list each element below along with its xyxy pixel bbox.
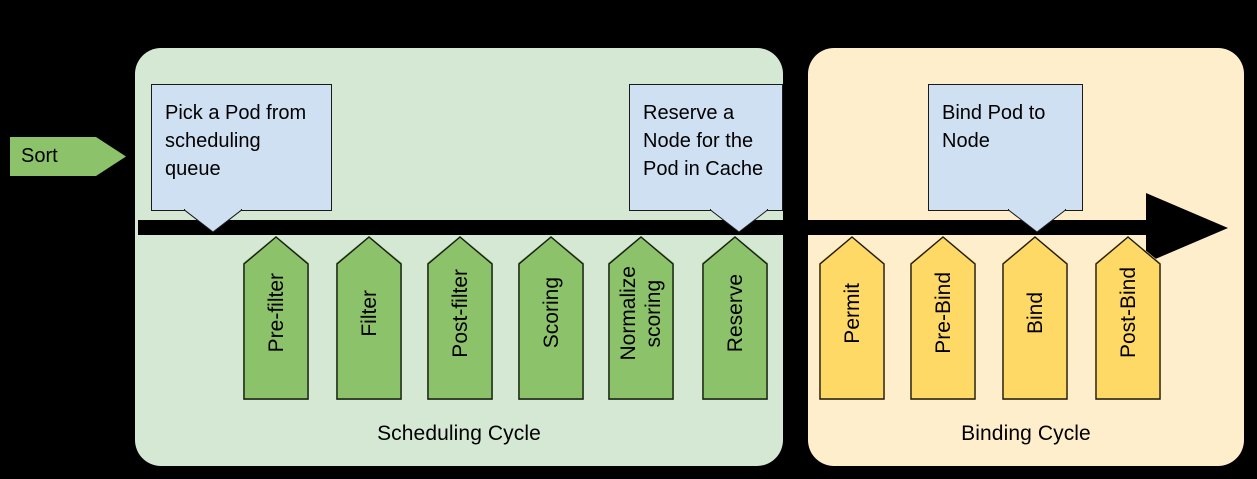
plugin-bind[interactable]: Bind [1002, 236, 1068, 400]
callout-reserve-node-tail [710, 209, 768, 233]
callout-pick-pod: Pick a Pod from scheduling queue [151, 84, 332, 233]
plugin-post-bind[interactable]: Post-Bind [1095, 236, 1161, 400]
plugin-bind-shape [1002, 236, 1068, 400]
plugin-filter-shape [336, 236, 402, 400]
plugin-post-bind-shape [1095, 236, 1161, 400]
plugin-permit-shape [819, 236, 885, 400]
callout-bind-pod: Bind Pod to Node [928, 84, 1083, 233]
plugin-pre-bind[interactable]: Pre-Bind [910, 236, 976, 400]
plugin-filter[interactable]: Filter [336, 236, 402, 400]
plugin-post-filter-shape [427, 236, 493, 400]
callout-pick-pod-tail [184, 209, 242, 233]
plugin-normalize-scoring[interactable]: Normalize scoring [608, 236, 674, 400]
plugin-pre-filter[interactable]: Pre-filter [243, 236, 309, 400]
plugin-filter-outline [336, 236, 402, 400]
callout-bind-pod-text: Bind Pod to Node [942, 102, 1046, 152]
plugin-normalize-scoring-outline [608, 236, 674, 400]
plugin-permit-outline [819, 236, 885, 400]
plugin-post-filter-outline [427, 236, 493, 400]
plugin-pre-filter-outline [243, 236, 309, 400]
plugin-pre-filter-shape [243, 236, 309, 400]
plugin-pre-bind-outline [910, 236, 976, 400]
plugin-reserve-shape [702, 236, 768, 400]
plugin-post-bind-outline [1095, 236, 1161, 400]
sort-entry-arrow[interactable]: Sort [10, 137, 126, 176]
callout-reserve-node-text: Reserve a Node for the Pod in Cache [643, 102, 764, 180]
plugin-permit[interactable]: Permit [819, 236, 885, 400]
callout-reserve-node: Reserve a Node for the Pod in Cache [629, 84, 783, 233]
sort-label: Sort [21, 145, 58, 167]
binding-cycle-label: Binding Cycle [961, 422, 1091, 445]
plugin-post-filter[interactable]: Post-filter [427, 236, 493, 400]
plugin-pre-bind-shape [910, 236, 976, 400]
callout-bind-pod-tail [1008, 209, 1066, 233]
timeline-arrowhead-icon [1146, 193, 1228, 263]
plugin-scoring[interactable]: Scoring [518, 236, 584, 400]
plugin-reserve-outline [702, 236, 768, 400]
plugin-scoring-outline [518, 236, 584, 400]
plugin-normalize-scoring-shape [608, 236, 674, 400]
scheduling-cycle-label: Scheduling Cycle [377, 422, 541, 445]
callout-pick-pod-text: Pick a Pod from scheduling queue [165, 102, 307, 180]
plugin-bind-outline [1002, 236, 1068, 400]
timeline-bar [138, 220, 1160, 235]
plugin-scoring-shape [518, 236, 584, 400]
plugin-reserve[interactable]: Reserve [702, 236, 768, 400]
